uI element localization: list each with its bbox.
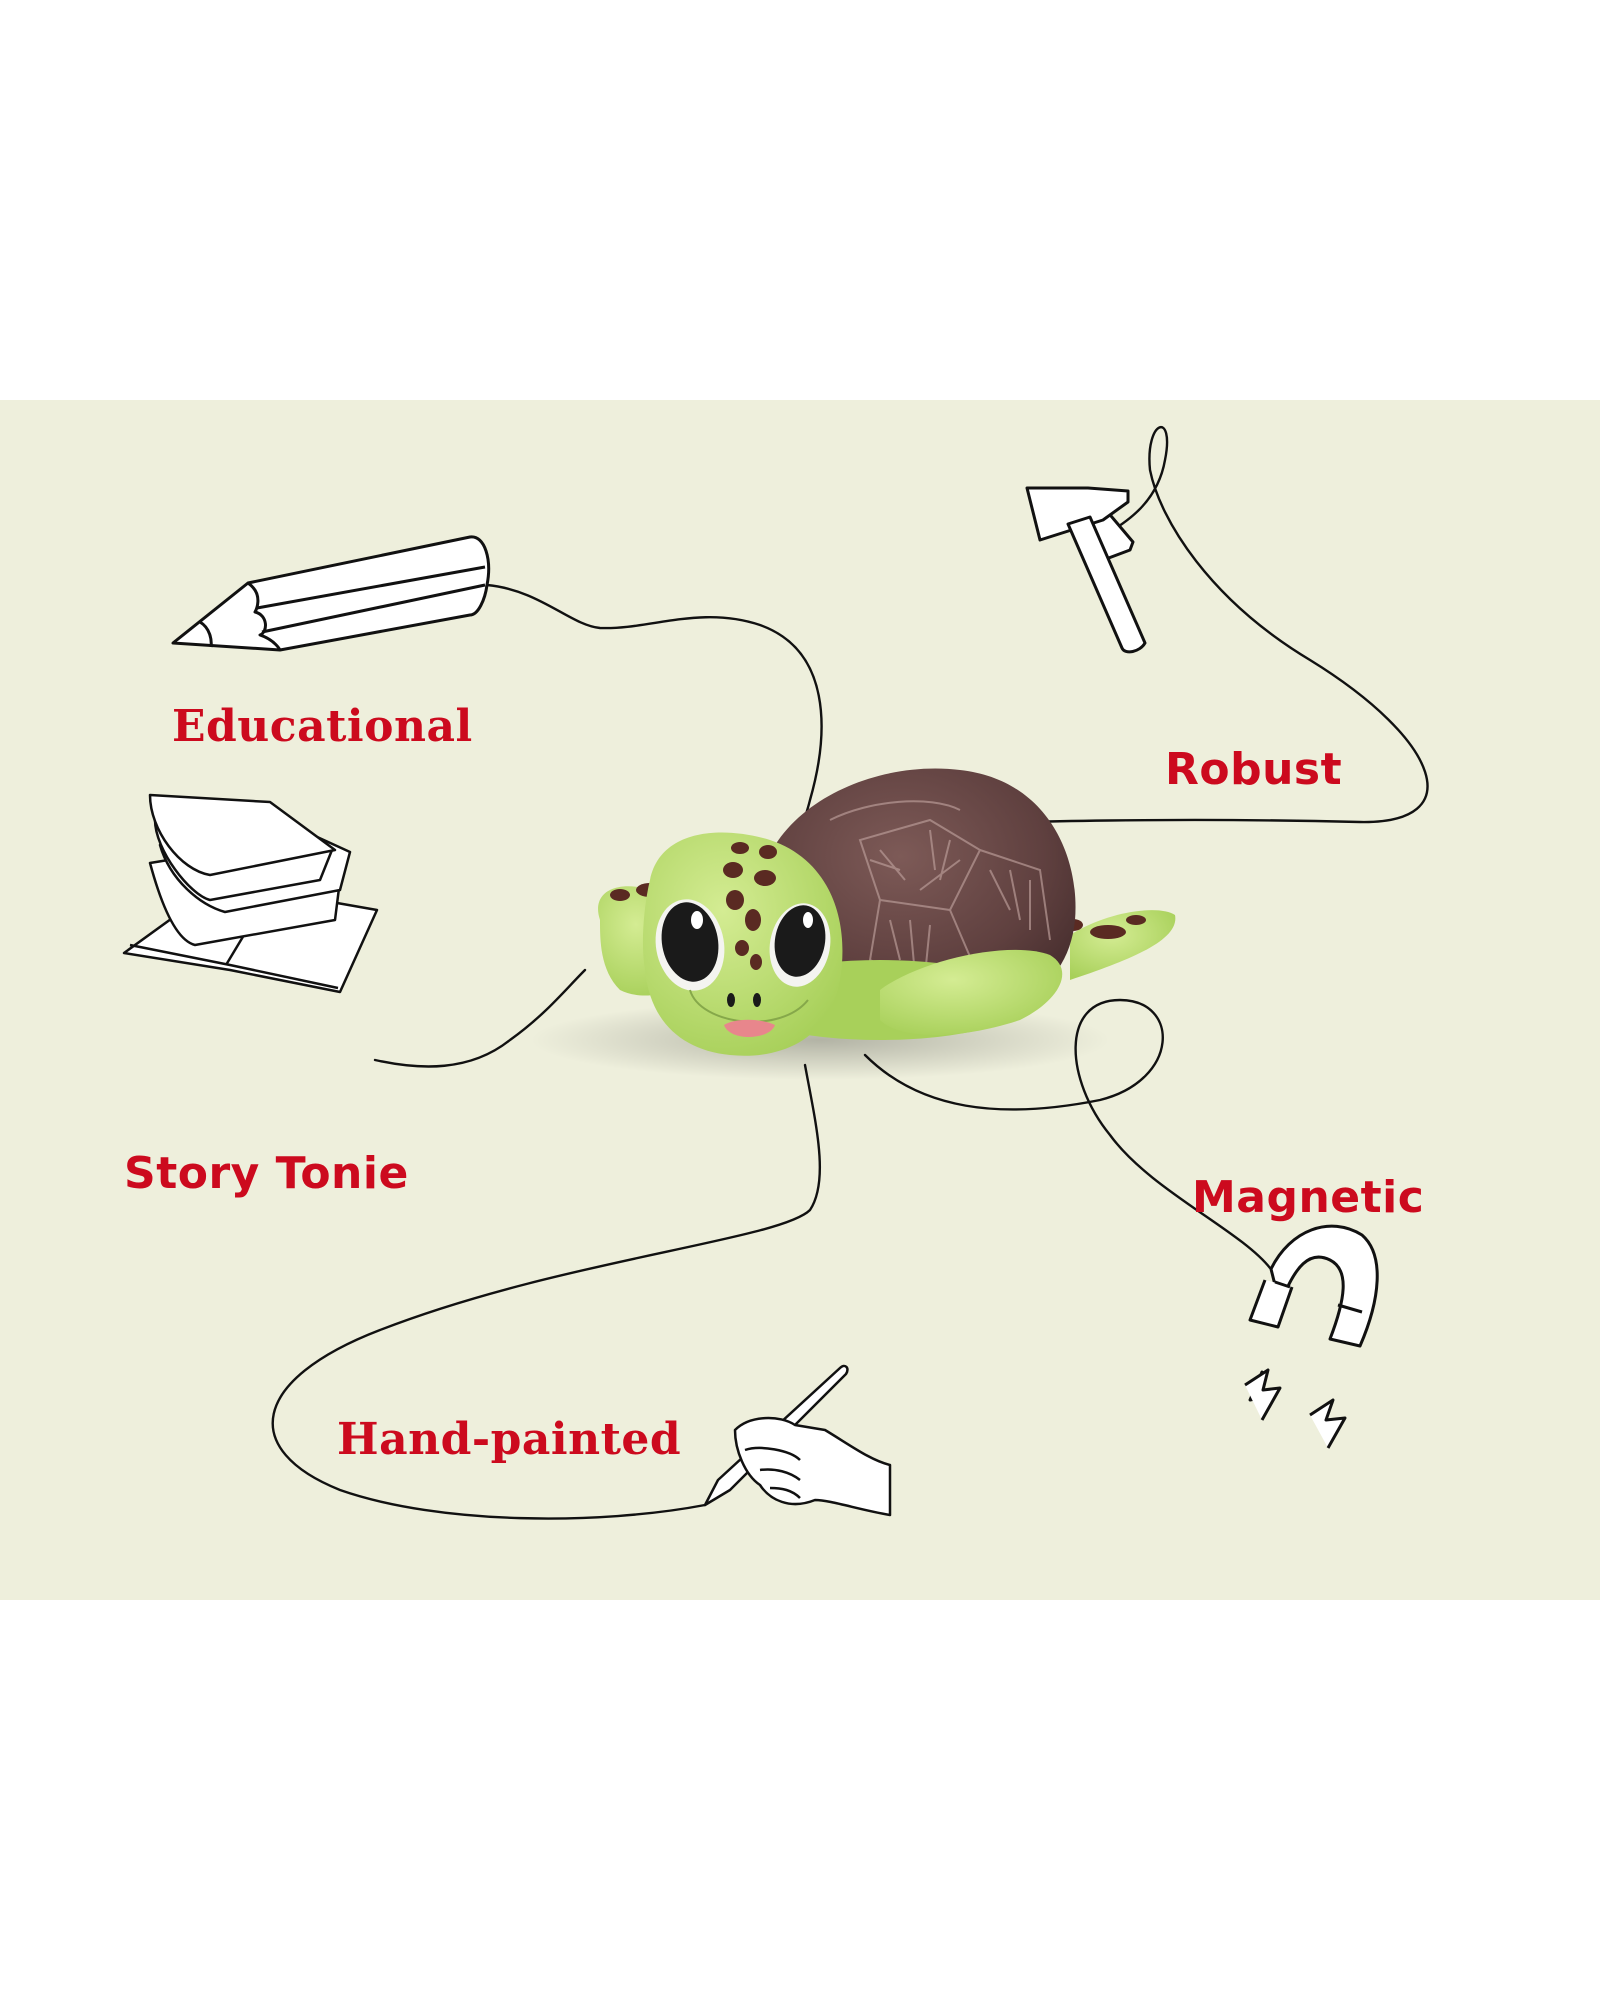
feature-panel: Educational Robust Story Tonie Magnetic … [0,400,1600,1600]
feature-label-educational: Educational [172,701,473,752]
feature-label-magnetic: Magnetic [1192,1172,1425,1223]
paintbrush-hand-icon [703,1364,892,1517]
hammer-icon [1025,486,1147,654]
feature-label-hand-painted: Hand-painted [337,1414,682,1465]
connector-lines [271,426,1429,1520]
feature-label-robust: Robust [1165,744,1343,795]
feature-illustration [122,426,1429,1520]
turtle-figurine [530,768,1176,1080]
feature-label-story-tonie: Story Tonie [124,1148,409,1199]
pencil-icon [171,535,491,652]
books-icon [122,793,379,994]
magnet-icon [1244,1224,1379,1449]
